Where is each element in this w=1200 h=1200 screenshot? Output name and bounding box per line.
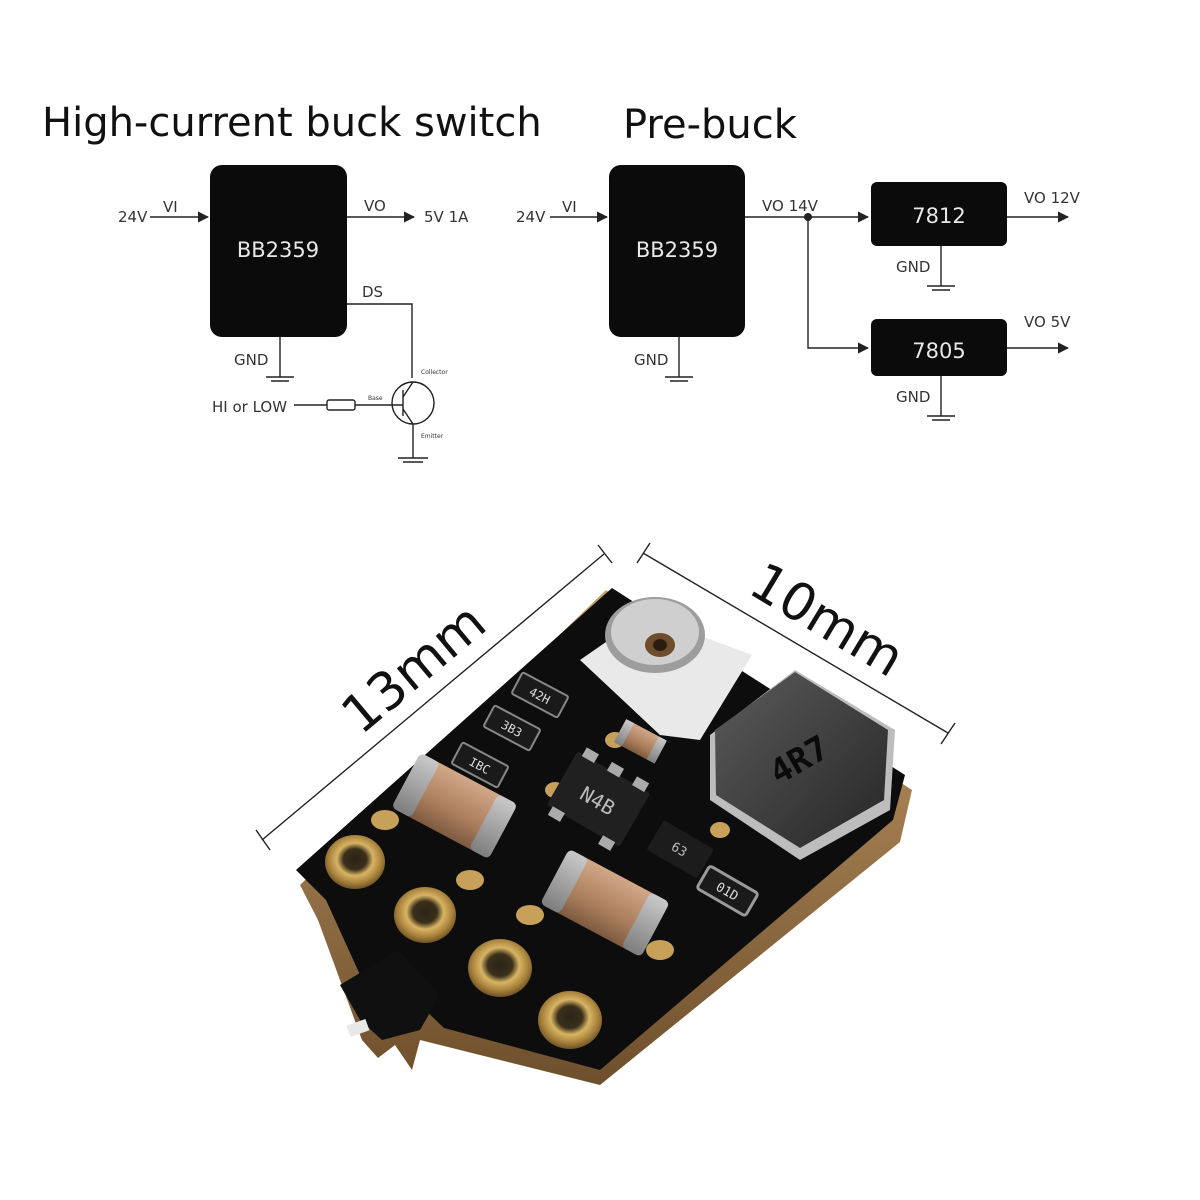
right-chip bbox=[609, 165, 745, 337]
pcb-photo: 13mm 10mm bbox=[255, 542, 956, 1085]
pad-3 bbox=[468, 939, 532, 997]
right-output-label: VO 14V bbox=[762, 197, 819, 215]
left-ds-wire bbox=[347, 303, 413, 378]
right-diagram: Pre-buck BB2359 24V VI VO 14V GND 7812 V… bbox=[516, 102, 1081, 421]
sense-resistor: 01D bbox=[696, 865, 759, 917]
control-resistor bbox=[326, 399, 356, 411]
pad-1 bbox=[325, 835, 385, 889]
connector bbox=[346, 1018, 370, 1038]
left-output-pin: VO bbox=[364, 197, 386, 215]
right-input-pin: VI bbox=[562, 198, 577, 216]
left-input-pin: VI bbox=[163, 198, 178, 216]
left-diagram: High-current buck switch BB2359 24V VI V… bbox=[42, 100, 542, 463]
regulator-7805 bbox=[871, 319, 1007, 376]
small-ic-marking: 63 bbox=[668, 840, 689, 861]
reg2-output-label: VO 5V bbox=[1024, 313, 1071, 331]
small-ic: 63 bbox=[647, 820, 714, 878]
reg1-gnd-label: GND bbox=[896, 258, 930, 276]
left-output-value: 5V 1A bbox=[424, 208, 469, 226]
left-chip bbox=[210, 165, 347, 337]
right-input-voltage: 24V bbox=[516, 208, 546, 226]
right-gnd-label: GND bbox=[634, 351, 668, 369]
resistor-3b3: 3B3 bbox=[483, 704, 541, 752]
reg1-output-label: VO 12V bbox=[1024, 189, 1081, 207]
left-gnd-label: GND bbox=[234, 351, 268, 369]
right-diagram-title: Pre-buck bbox=[623, 102, 798, 148]
left-diagram-title: High-current buck switch bbox=[42, 100, 542, 146]
capacitor-1 bbox=[393, 754, 516, 858]
pcb-tab bbox=[340, 950, 440, 1040]
pad-4 bbox=[538, 991, 602, 1049]
regulator-7805-label: 7805 bbox=[912, 339, 965, 363]
regulator-7812 bbox=[871, 182, 1007, 246]
main-ic: N4B bbox=[547, 747, 650, 851]
collector-label: Collector bbox=[421, 369, 448, 376]
left-chip-label: BB2359 bbox=[237, 238, 319, 262]
emitter-label: Emitter bbox=[421, 433, 444, 440]
resistor-ibc: IBC bbox=[451, 741, 509, 789]
width-label: 10mm bbox=[740, 552, 914, 690]
through-hole-pads bbox=[325, 835, 602, 1049]
branch-wire bbox=[807, 217, 870, 354]
trim-potentiometer bbox=[580, 597, 752, 740]
regulator-7812-label: 7812 bbox=[912, 204, 965, 228]
right-chip-label: BB2359 bbox=[636, 238, 718, 262]
base-label: Base bbox=[368, 395, 383, 402]
capacitor-2 bbox=[541, 850, 669, 956]
pad-2 bbox=[394, 887, 456, 943]
left-input-voltage: 24V bbox=[118, 208, 148, 226]
control-label: HI or LOW bbox=[212, 398, 287, 416]
reg2-gnd-label: GND bbox=[896, 388, 930, 406]
capacitor-3 bbox=[614, 719, 667, 764]
inductor: 4R7 bbox=[710, 670, 895, 860]
left-ds-pin: DS bbox=[362, 283, 383, 301]
transistor-symbol bbox=[355, 381, 435, 463]
resistor-42h: 42H bbox=[511, 671, 569, 719]
